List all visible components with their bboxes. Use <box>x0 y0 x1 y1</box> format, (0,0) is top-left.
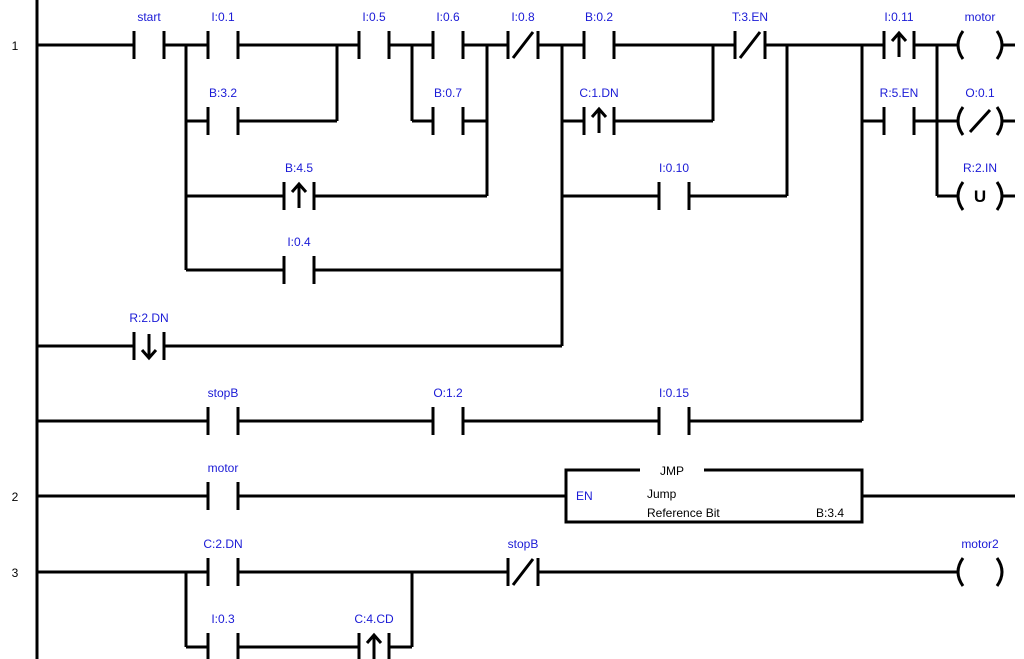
contact-motor_in: motor <box>206 461 240 510</box>
contact-label-b32: B:3.2 <box>209 86 237 100</box>
jmp-en-label: EN <box>576 489 593 503</box>
contacts-layer: start I:0.1B:3.2B:4.5I:0.4 I:0.5 I:0.6B:0.7… <box>129 10 918 659</box>
coil-label-motor: motor <box>965 10 996 24</box>
contact-r2dn: R:2.DN <box>129 311 169 361</box>
coil-motor: motor <box>956 10 1004 60</box>
contact-r5en: R:5.EN <box>880 86 919 135</box>
rung-3-wires <box>37 570 958 649</box>
contact-label-stopb3: stopB <box>508 537 539 551</box>
contact-label-t3en: T:3.EN <box>732 10 768 24</box>
contact-label-o12: O:1.2 <box>433 386 463 400</box>
rung-number-1: 1 <box>12 39 19 53</box>
contact-c4cd: C:4.CD <box>354 612 394 659</box>
contact-i06: I:0.6 <box>431 10 465 59</box>
jmp-param-name: Reference Bit <box>647 506 720 520</box>
contact-label-b45: B:4.5 <box>285 161 313 175</box>
jmp-title: JMP <box>660 464 684 478</box>
contact-label-i03: I:0.3 <box>211 612 235 626</box>
rung-1-wires <box>37 43 1015 423</box>
contact-i03: I:0.3 <box>206 612 240 659</box>
contact-b45: B:4.5 <box>282 161 316 210</box>
contact-b07: B:0.7 <box>431 86 465 135</box>
contact-i04: I:0.4 <box>282 235 316 284</box>
contact-i01: I:0.1 <box>206 10 240 59</box>
contact-start: start <box>132 10 166 59</box>
contact-label-i015: I:0.15 <box>659 386 689 400</box>
contact-label-i04: I:0.4 <box>287 235 311 249</box>
contact-c1dn: C:1.DN <box>579 86 619 135</box>
contact-label-c2dn: C:2.DN <box>203 537 242 551</box>
rung-number-2: 2 <box>12 490 19 504</box>
contact-t3en: T:3.EN <box>732 10 768 59</box>
coil-o01: O:0.1 <box>956 86 1004 136</box>
contact-label-c1dn: C:1.DN <box>579 86 618 100</box>
contact-label-stopb1: stopB <box>208 386 239 400</box>
contact-label-i06: I:0.6 <box>436 10 460 24</box>
contact-i010: I:0.10 <box>657 161 691 210</box>
contact-label-motor_in: motor <box>208 461 239 475</box>
contact-label-i010: I:0.10 <box>659 161 689 175</box>
contact-b02: B:0.2 <box>582 10 616 59</box>
contact-stopb1: stopB <box>206 386 240 435</box>
contact-i05: I:0.5 <box>357 10 391 59</box>
contact-i015: I:0.15 <box>657 386 691 435</box>
jmp-instruction-block: JMP EN Jump Reference Bit B:3.4 <box>564 464 864 524</box>
contact-b32: B:3.2 <box>206 86 240 135</box>
contact-label-b07: B:0.7 <box>434 86 462 100</box>
contact-stopb3: stopB <box>506 537 540 586</box>
contact-c2dn: C:2.DN <box>203 537 243 586</box>
contact-label-r5en: R:5.EN <box>880 86 919 100</box>
contact-label-c4cd: C:4.CD <box>354 612 394 626</box>
contact-label-i011: I:0.11 <box>884 10 913 24</box>
contact-label-start: start <box>137 10 161 24</box>
contact-label-i05: I:0.5 <box>362 10 386 24</box>
contact-label-i08: I:0.8 <box>511 10 535 24</box>
contact-o12: O:1.2 <box>431 386 465 435</box>
coil-letter-r2in: U <box>974 187 986 206</box>
jmp-description: Jump <box>647 487 677 501</box>
contact-label-i01: I:0.1 <box>211 10 235 24</box>
coil-motor2: motor2 <box>956 537 1004 587</box>
contact-label-b02: B:0.2 <box>585 10 613 24</box>
coil-label-r2in: R:2.IN <box>963 161 997 175</box>
rung-number-3: 3 <box>12 566 19 580</box>
jmp-param-value: B:3.4 <box>816 506 844 520</box>
coil-label-o01: O:0.1 <box>965 86 995 100</box>
coil-r2in: U R:2.IN <box>956 161 1004 211</box>
coil-label-motor2: motor2 <box>961 537 999 551</box>
contact-i08: I:0.8 <box>506 10 540 59</box>
contact-label-r2dn: R:2.DN <box>129 311 168 325</box>
contact-i011: I:0.11 <box>882 10 916 59</box>
